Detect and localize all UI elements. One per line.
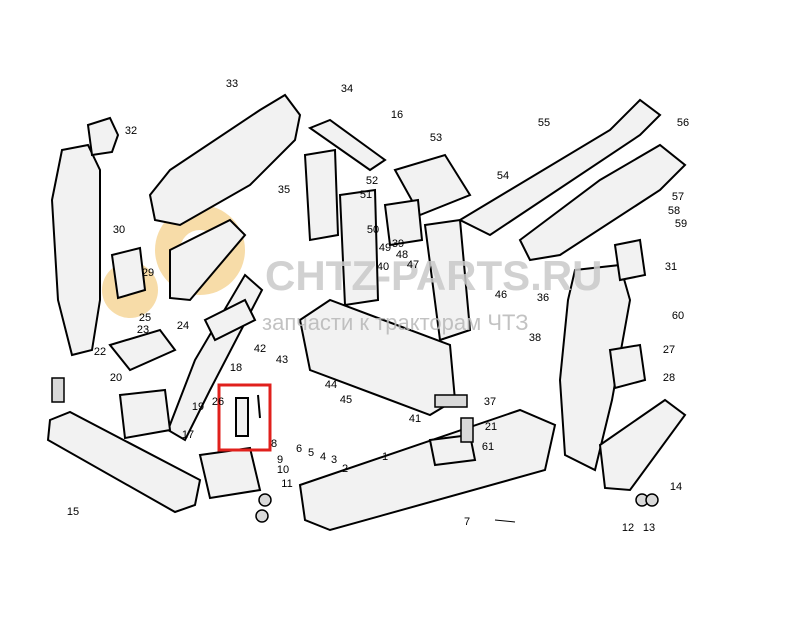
callout-label-34: 34 — [341, 83, 353, 95]
callout-label-21: 21 — [485, 421, 497, 433]
callout-label-53: 53 — [430, 132, 442, 144]
callout-label-8: 8 — [271, 438, 277, 450]
shaft-15 — [46, 410, 202, 514]
callout-label-46: 46 — [495, 289, 507, 301]
callout-label-3: 3 — [331, 454, 337, 466]
pin-26 — [235, 397, 249, 437]
callout-label-33: 33 — [226, 78, 238, 90]
callout-label-35: 35 — [278, 184, 290, 196]
link-28 — [169, 218, 247, 302]
callout-label-28: 28 — [663, 372, 675, 384]
callout-label-14: 14 — [670, 481, 682, 493]
callout-label-10: 10 — [277, 464, 289, 476]
watermark-line2: запчасти к тракторам ЧТЗ — [262, 310, 528, 335]
callout-label-44: 44 — [325, 379, 337, 391]
callout-label-6: 6 — [296, 443, 302, 455]
callout-label-1: 1 — [382, 451, 388, 463]
washer-13 — [255, 509, 269, 523]
callout-label-36: 36 — [537, 292, 549, 304]
highlight-box — [217, 383, 272, 452]
callout-label-29: 29 — [142, 267, 154, 279]
pin-21-right — [460, 417, 474, 443]
callout-label-42: 42 — [254, 343, 266, 355]
cotter-pin — [257, 394, 261, 419]
callout-label-60: 60 — [672, 310, 684, 322]
sleeve-39 — [383, 198, 424, 247]
bushing-17 — [118, 388, 172, 440]
callout-label-48: 48 — [396, 249, 408, 261]
callout-label-19: 19 — [192, 401, 204, 413]
lever-50 — [423, 218, 472, 342]
callout-label-41: 41 — [409, 413, 421, 425]
watermark-line1: CHTZ-PARTS.RU — [265, 252, 603, 299]
callout-label-54: 54 — [497, 170, 509, 182]
cylinder-16 — [303, 148, 340, 242]
callout-label-5: 5 — [308, 447, 314, 459]
callout-label-12: 12 — [622, 522, 634, 534]
highlighted-parts — [217, 383, 272, 452]
callout-label-17: 17 — [182, 429, 194, 441]
callout-label-49: 49 — [379, 242, 391, 254]
callout-label-32: 32 — [125, 125, 137, 137]
callout-label-50: 50 — [367, 224, 379, 236]
callout-label-15: 15 — [67, 506, 79, 518]
callout-label-30: 30 — [113, 224, 125, 236]
pin-7 — [494, 519, 516, 523]
callout-label-7: 7 — [464, 516, 470, 528]
callout-label-45: 45 — [340, 394, 352, 406]
washer-13-right — [645, 493, 659, 507]
callout-label-4: 4 — [320, 451, 326, 463]
block-31-right — [613, 238, 647, 282]
link-28-right — [598, 398, 687, 492]
callout-label-40: 40 — [377, 261, 389, 273]
rocker-41 — [203, 298, 257, 342]
callout-label-27: 27 — [663, 344, 675, 356]
pin-21 — [51, 377, 65, 403]
washer-12 — [258, 493, 272, 507]
callout-label-51: 51 — [360, 189, 372, 201]
block-29 — [110, 246, 147, 300]
callout-label-39: 39 — [392, 238, 404, 250]
callout-label-9: 9 — [277, 454, 283, 466]
callout-label-37: 37 — [484, 396, 496, 408]
callout-label-23: 23 — [137, 324, 149, 336]
callout-label-20: 20 — [110, 372, 122, 384]
callout-label-11: 11 — [281, 478, 292, 490]
lever-22 — [108, 328, 177, 372]
callout-label-2: 2 — [342, 463, 348, 475]
callout-label-13: 13 — [643, 522, 655, 534]
shaft-34 — [307, 118, 387, 172]
callout-label-61: 61 — [482, 441, 494, 453]
callout-label-25: 25 — [139, 312, 151, 324]
callout-label-58: 58 — [668, 205, 680, 217]
callout-label-43: 43 — [276, 354, 288, 366]
callout-label-22: 22 — [94, 346, 106, 358]
lower-arm-1 — [298, 408, 557, 532]
upper-arm-33 — [148, 93, 302, 227]
callout-label-38: 38 — [529, 332, 541, 344]
shaft-55 — [457, 98, 662, 237]
cylinder-49 — [338, 188, 380, 307]
callout-label-47: 47 — [407, 259, 419, 271]
lift-arm-left — [50, 143, 101, 357]
callout-label-24: 24 — [177, 320, 189, 332]
callout-label-26: 26 — [212, 396, 224, 408]
upper-arm-59 — [518, 143, 687, 262]
callout-label-18: 18 — [230, 362, 242, 374]
bushing-10 — [198, 446, 262, 500]
callout-label-52: 52 — [366, 175, 378, 187]
callout-label-31: 31 — [665, 261, 677, 273]
block-27 — [608, 343, 647, 390]
bracket-32 — [86, 116, 120, 157]
callout-label-55: 55 — [538, 117, 550, 129]
callout-label-56: 56 — [677, 117, 689, 129]
callout-label-57: 57 — [672, 191, 684, 203]
pin-37 — [434, 394, 468, 408]
callout-label-59: 59 — [675, 218, 687, 230]
callout-label-16: 16 — [391, 109, 403, 121]
